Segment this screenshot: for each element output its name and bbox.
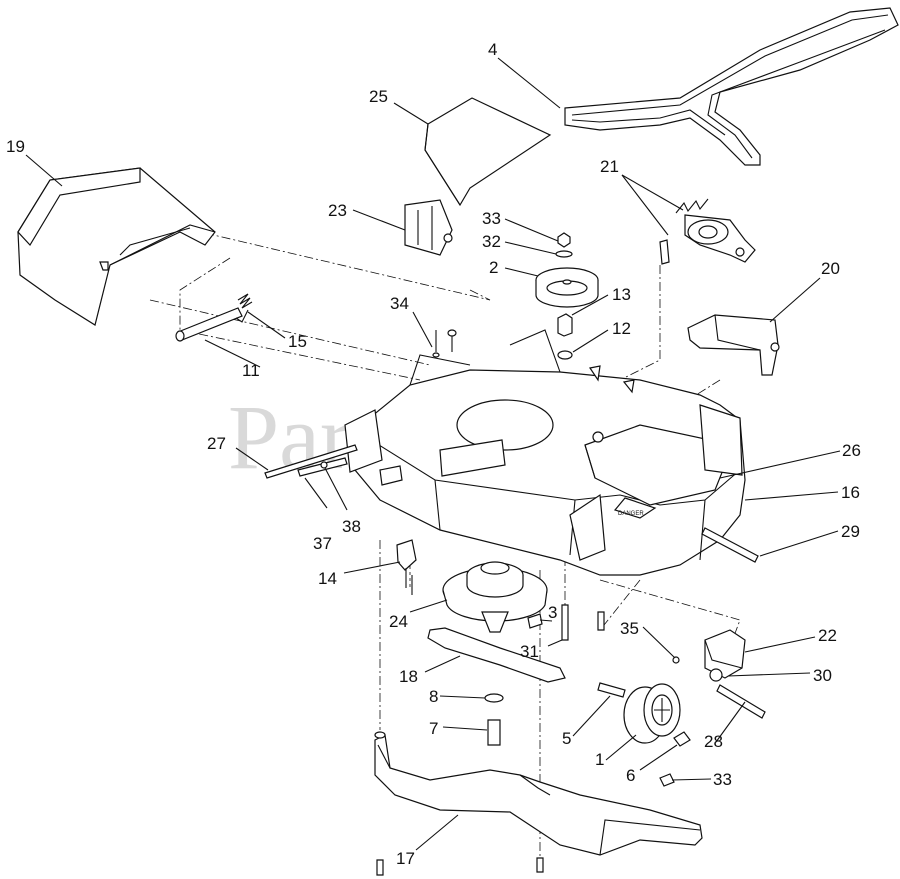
- callout-34: 34: [390, 294, 409, 313]
- callout-31: 31: [520, 642, 539, 661]
- drive-belt: [564, 7, 899, 166]
- bracket-fasteners: [672, 656, 723, 682]
- callout-13: 13: [612, 285, 631, 304]
- wheel-nut: [673, 731, 691, 747]
- callout-22: 22: [818, 626, 837, 645]
- bracket-bolt: [716, 684, 766, 719]
- chute-rod: [175, 307, 243, 342]
- callout-2: 2: [489, 258, 498, 277]
- callout-30: 30: [813, 666, 832, 685]
- front-bracket: [396, 539, 417, 595]
- deck-bolts: [432, 329, 635, 394]
- leader-lines: [25, 57, 841, 851]
- callout-33-bottom: 33: [713, 770, 732, 789]
- callout-29: 29: [841, 522, 860, 541]
- blade-bolt: [484, 693, 504, 746]
- torsion-spring: [235, 293, 253, 323]
- callout-14: 14: [318, 569, 337, 588]
- callout-28: 28: [704, 732, 723, 751]
- callout-12: 12: [612, 319, 631, 338]
- callout-20: 20: [821, 259, 840, 278]
- mower-blade: [427, 627, 566, 683]
- callout-17: 17: [396, 849, 415, 868]
- callout-19: 19: [6, 137, 25, 156]
- anti-scalp-wheel: [623, 683, 681, 744]
- callout-5: 5: [562, 729, 571, 748]
- spindle-pulley: [535, 232, 599, 308]
- callout-24: 24: [389, 612, 408, 631]
- callout-21: 21: [600, 157, 619, 176]
- callout-3: 3: [548, 603, 557, 622]
- side-bolt: [701, 527, 759, 563]
- mount-bracket: [687, 314, 780, 376]
- wheel-axle: [597, 682, 626, 698]
- callout-37: 37: [313, 534, 332, 553]
- belt-guide-bracket: [404, 199, 453, 256]
- callout-27: 27: [207, 434, 226, 453]
- callout-6: 6: [626, 766, 635, 785]
- callout-35: 35: [620, 619, 639, 638]
- callout-33-top: 33: [482, 209, 501, 228]
- deck-baffle: [374, 731, 703, 876]
- spacer-bushing: [557, 313, 573, 360]
- grass-chute: [17, 167, 216, 326]
- belt-cover: [424, 97, 552, 207]
- callout-25: 25: [369, 87, 388, 106]
- callout-32: 32: [482, 232, 501, 251]
- pivot-rod: [264, 444, 358, 479]
- callout-38: 38: [342, 517, 361, 536]
- callout-23: 23: [328, 201, 347, 220]
- callout-11: 11: [242, 361, 260, 380]
- callout-4: 4: [488, 40, 497, 59]
- callout-1: 1: [595, 750, 604, 769]
- hinge-bolt: [297, 457, 348, 477]
- idler-assembly: [659, 198, 756, 265]
- callout-7: 7: [429, 719, 438, 738]
- callout-18: 18: [399, 667, 418, 686]
- wheel-bracket: [704, 629, 746, 679]
- callout-8: 8: [429, 687, 438, 706]
- spindle-housing: [442, 561, 548, 633]
- callout-15: 15: [288, 332, 307, 351]
- callouts: 19 4 25 21 23 33 32 2 13 12 20 34 15 11 …: [6, 40, 861, 868]
- callout-26: 26: [842, 441, 861, 460]
- callout-16: 16: [841, 483, 860, 502]
- deck-housing: DANGER: [344, 329, 746, 576]
- danger-decal: DANGER: [618, 511, 644, 517]
- spindle-bolts: [527, 604, 605, 641]
